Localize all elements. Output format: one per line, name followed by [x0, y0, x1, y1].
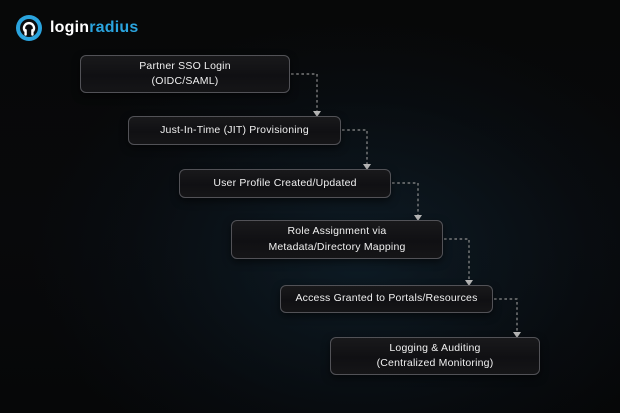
brand-wordmark: loginradius	[50, 20, 138, 36]
connector-step3-step4	[392, 182, 422, 221]
brand-wordmark-radius: radius	[89, 19, 139, 36]
connector-step4-step5	[444, 238, 473, 286]
flow-step-user-profile-created: User Profile Created/Updated	[179, 169, 391, 198]
loginradius-logo-icon	[16, 15, 42, 41]
flow-step-role-assignment: Role Assignment via Metadata/Directory M…	[231, 220, 443, 259]
flow-step-jit-provisioning: Just-In-Time (JIT) Provisioning	[128, 116, 341, 145]
connector-step5-step6	[494, 298, 521, 338]
brand-wordmark-login: login	[50, 19, 90, 36]
flow-step-logging-auditing: Logging & Auditing (Centralized Monitori…	[330, 337, 540, 375]
connector-step1-step2	[291, 73, 321, 117]
connector-step2-step3	[342, 129, 371, 170]
flow-step-access-granted: Access Granted to Portals/Resources	[280, 285, 493, 313]
flow-step-partner-sso-login: Partner SSO Login (OIDC/SAML)	[80, 55, 290, 93]
brand-logo: loginradius	[15, 14, 138, 42]
